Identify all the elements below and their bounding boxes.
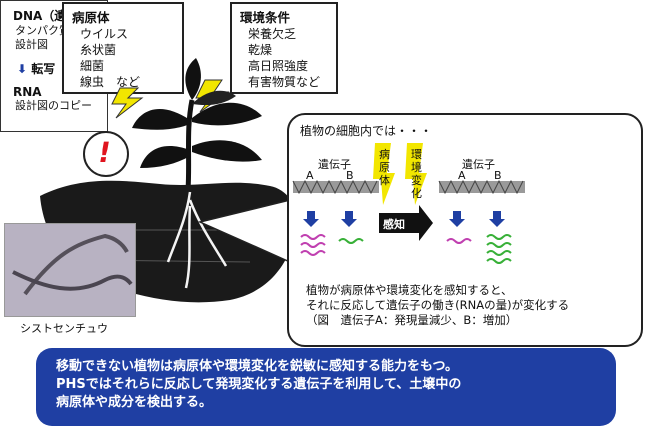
banner-line: 移動できない植物は病原体や環境変化を鋭敏に感知する能力をもつ。 [56,359,458,374]
plant-leaf [185,58,201,100]
plant-leaf [192,90,236,106]
cell-diagram [292,143,525,264]
plant-illustration [40,58,297,303]
gene-label: 遺伝子 [318,158,351,171]
sense-label: 感知 [383,218,405,231]
gene-b-label: B [346,169,354,182]
caption-line: それに反応して遺伝子の働き(RNAの量)が変化する [306,298,570,312]
environment-box: 環境条件 栄養欠乏 乾燥 高日照強度 有害物質など [230,2,338,94]
pathogen-item: 細菌 [80,59,105,73]
environment-item: 乾燥 [248,43,273,57]
rna-title: RNA [13,85,42,99]
environment-item: 有害物質など [248,75,321,89]
plant-stem [185,99,195,191]
plant-leaf [140,146,190,168]
gene-label: 遺伝子 [462,158,495,171]
caption-line: 植物が病原体や環境変化を感知すると、 [306,283,513,297]
cell-title: 植物の細胞内では・・・ [300,124,433,138]
nematode-photo [4,223,136,317]
plant-leaf [192,102,262,126]
banner-line: 病原体や成分を検出する。 [56,395,213,410]
rna-wave-b [486,234,512,264]
summary-banner: 移動できない植物は病原体や環境変化を鋭敏に感知する能力をもつ。 PHSではそれら… [36,348,616,426]
rna-wave-a [300,234,326,256]
cell-box [287,113,643,347]
lightning-icon [373,143,395,205]
rna-wave-b [338,238,364,244]
caption-line: （図 遺伝子A：発現量減少、B：増加） [306,313,518,327]
rna-desc: 設計図のコピー [15,99,92,112]
gene-a-label: A [306,169,314,182]
down-arrow-icon [449,211,465,227]
pathogen-box: 病原体 ウイルス 糸状菌 細菌 線虫 など [62,2,184,94]
plant-leaf [192,140,262,162]
pathogen-tag: 病原体 [379,148,390,187]
pathogen-title: 病原体 [72,10,110,25]
alert-circle [83,131,129,177]
lightning-icon [405,143,427,205]
plant-leaf [132,108,190,130]
gene-b-label: B [494,169,502,182]
sense-arrow [379,205,433,241]
transcription-label: 転写 [31,62,56,76]
environment-item: 栄養欠乏 [248,27,297,41]
environment-item: 高日照強度 [248,59,309,73]
rna-wave-a [446,238,472,244]
down-arrow-icon [341,211,357,227]
banner-line: PHSではそれらに反応して発現変化する遺伝子を利用して、土壌中の [56,377,462,392]
environment-title: 環境条件 [240,10,291,25]
pathogen-item: 糸状菌 [80,43,117,57]
lightning-icon [111,87,144,119]
gene-a-label: A [458,169,466,182]
down-arrow-icon: ⬇ [17,62,28,76]
pathogen-item: 線虫 など [80,75,141,89]
environment-tag: 環境変化 [411,148,422,200]
down-arrow-icon [303,211,319,227]
down-arrow-icon [489,211,505,227]
nematode-image [12,233,133,296]
plant-roots [166,191,228,289]
photo-caption: シストセンチュウ [20,322,108,335]
cell-caption: 植物が病原体や環境変化を感知すると、 それに反応して遺伝子の働き(RNAの量)が… [306,283,569,328]
pathogen-item: ウイルス [80,27,129,41]
dna-desc: 設計図 [15,38,48,51]
